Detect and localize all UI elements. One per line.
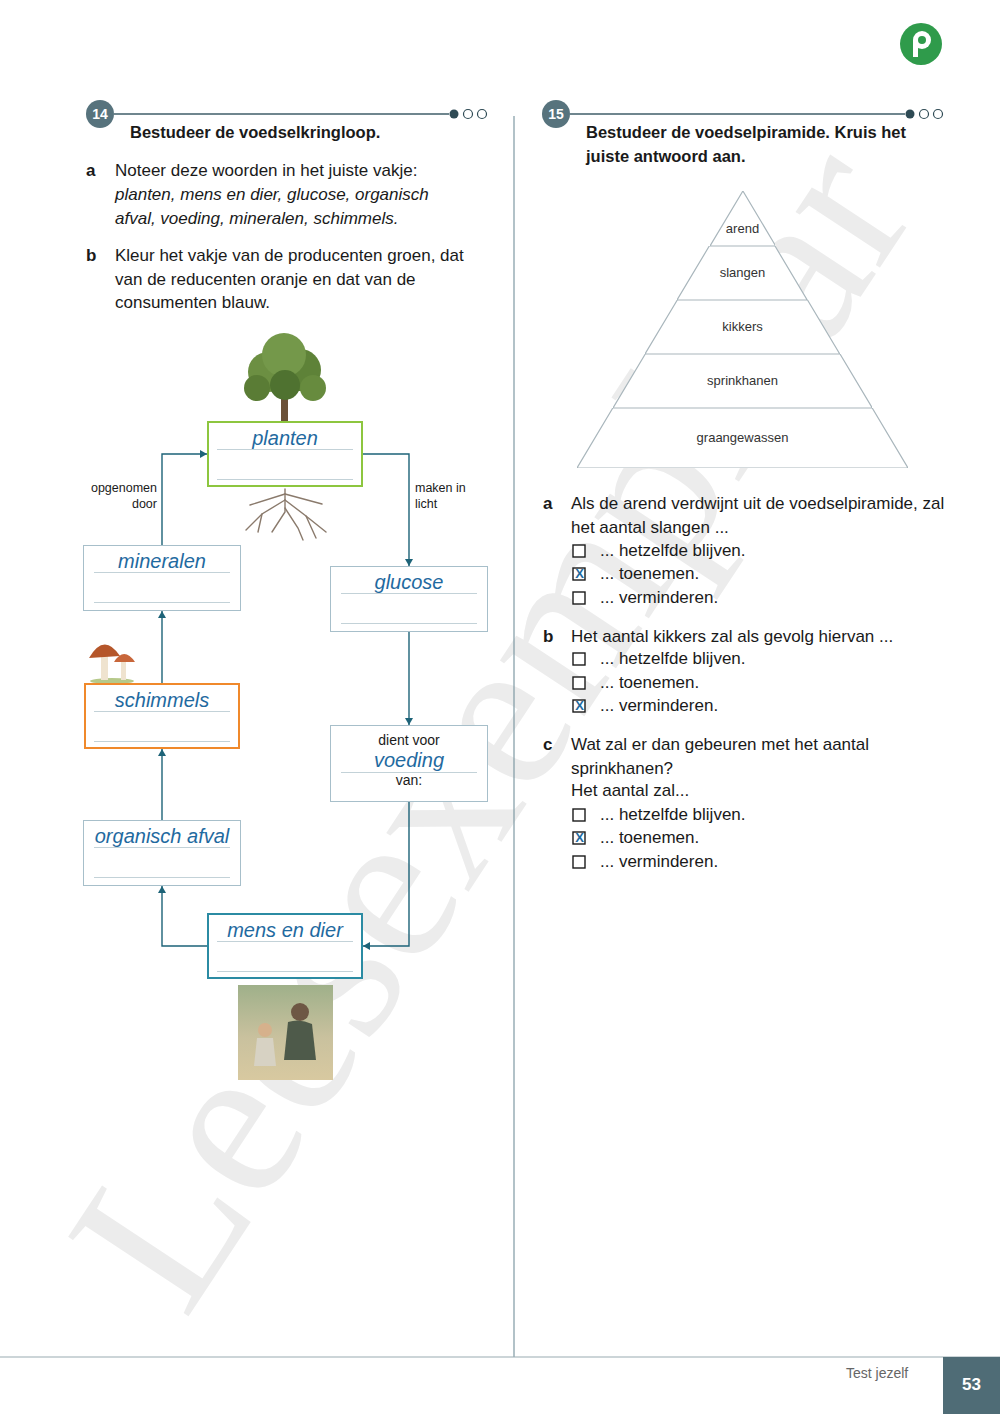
exercise-number: 15 (542, 104, 570, 124)
footer-text: Test jezelf (846, 1363, 936, 1383)
box-caption: van: (331, 771, 487, 789)
answer-option: ... verminderen. (600, 850, 900, 874)
column-divider (513, 116, 514, 1357)
pyramid-level: arend (710, 191, 776, 246)
footer-line (0, 1356, 1000, 1357)
connector-line (363, 454, 409, 566)
level-name: sprinkhanen (707, 373, 778, 389)
cycle-arrow (405, 632, 413, 725)
check-mark: X (573, 830, 586, 846)
pyramid-band-shape (677, 246, 807, 300)
question-text: Als de arend verdwijnt uit de voedselpir… (571, 492, 956, 539)
handwritten-answer: schimmels (86, 685, 238, 713)
cycle-box: organisch afval (83, 820, 241, 886)
check-mark: X (573, 698, 586, 714)
word-list: planten, mens en dier, glucose, organisc… (115, 183, 465, 230)
pyramid-level: slangen (677, 246, 807, 300)
question-letter: b (86, 244, 106, 268)
question-text: Het aantal kikkers zal als gevolg hierva… (571, 625, 956, 649)
pyramid-level: graangewassen (577, 408, 908, 468)
arrowhead (158, 749, 166, 756)
handwritten-answer: mens en dier (209, 915, 361, 943)
connector-line (162, 454, 207, 545)
exercise-title: Bestudeer de voedselpiramide. Kruis het … (586, 121, 931, 168)
connector-line (161, 749, 162, 820)
family-photo (238, 985, 333, 1080)
check-mark: X (573, 566, 586, 582)
handwritten-answer: voeding (331, 749, 487, 771)
answer-option: ... hetzelfde blijven. (600, 803, 900, 827)
pyramid-band-shape (710, 191, 776, 246)
cycle-arrow (158, 886, 207, 946)
question-letter: c (543, 733, 563, 757)
connector-line (162, 886, 207, 946)
pyramid-band-shape (645, 300, 840, 354)
answer-option: ... verminderen. (600, 586, 900, 610)
level-name: arend (726, 221, 759, 237)
cycle-arrow (158, 611, 166, 683)
cycle-box: mineralen (83, 545, 241, 611)
question-text: Het aantal zal... (571, 779, 871, 803)
answer-option: ... toenemen. (600, 562, 900, 586)
mushroom-illustration (89, 644, 135, 684)
cycle-box: glucose (330, 566, 488, 632)
arrowhead (363, 942, 370, 950)
box-caption: dient voor (331, 731, 487, 749)
answer-option: ... toenemen. (600, 826, 900, 850)
answer-option: ... toenemen. (600, 671, 900, 695)
question-letter: a (543, 492, 563, 516)
consumer-box: mens en dier (207, 913, 363, 979)
handwritten-answer: glucose (331, 567, 487, 595)
pyramid-band-shape (613, 354, 872, 408)
instruction-text: Noteer deze woorden in het juiste vakje: (115, 159, 485, 183)
level-name: kikkers (722, 319, 762, 335)
pyramid-band-outline (710, 191, 776, 246)
answer-option: ... hetzelfde blijven. (600, 647, 900, 671)
question-letter: b (543, 625, 563, 649)
tree-illustration (244, 333, 326, 421)
level-name: graangewassen (697, 430, 789, 446)
producer-box: planten (207, 421, 363, 487)
handwritten-answer: planten (209, 423, 361, 451)
reducer-box: schimmels (84, 683, 240, 749)
arrowhead (405, 718, 413, 725)
connector-label: opgenomen door (77, 480, 157, 512)
page-number: 53 (943, 1373, 1000, 1397)
arrowhead (405, 559, 413, 566)
arrowhead (158, 611, 166, 618)
question-letter: a (86, 159, 106, 183)
pyramid-level: kikkers (645, 300, 840, 354)
exercise-title: Bestudeer de voedselkringloop. (130, 121, 500, 145)
cycle-arrow (158, 749, 166, 820)
instruction-text: Kleur het vakje van de producenten groen… (115, 244, 470, 315)
arrowhead (200, 450, 207, 458)
pyramid-band-shape (577, 408, 908, 468)
connector-line (161, 611, 162, 683)
cycle-box: dient voorvoedingvan: (330, 725, 488, 802)
question-text: Wat zal er dan gebeuren met het aantal s… (571, 733, 916, 780)
level-name: slangen (720, 265, 766, 281)
exercise-number: 14 (86, 104, 114, 124)
connector-label: maken in licht (415, 480, 477, 512)
cycle-arrow (363, 454, 413, 566)
pyramid-level: sprinkhanen (613, 354, 872, 408)
connector-line (363, 802, 409, 946)
roots-illustration (246, 489, 326, 540)
checkboxes (573, 545, 585, 868)
answer-option: ... verminderen. (600, 694, 900, 718)
cycle-arrow (363, 802, 409, 950)
handwritten-answer: mineralen (84, 546, 240, 574)
handwritten-answer: organisch afval (84, 821, 240, 849)
page-number-tab (943, 1357, 1000, 1414)
cycle-arrow (162, 450, 207, 545)
arrowhead (158, 886, 166, 893)
connector-line (408, 632, 409, 725)
publisher-logo (900, 23, 942, 65)
answer-option: ... hetzelfde blijven. (600, 539, 900, 563)
